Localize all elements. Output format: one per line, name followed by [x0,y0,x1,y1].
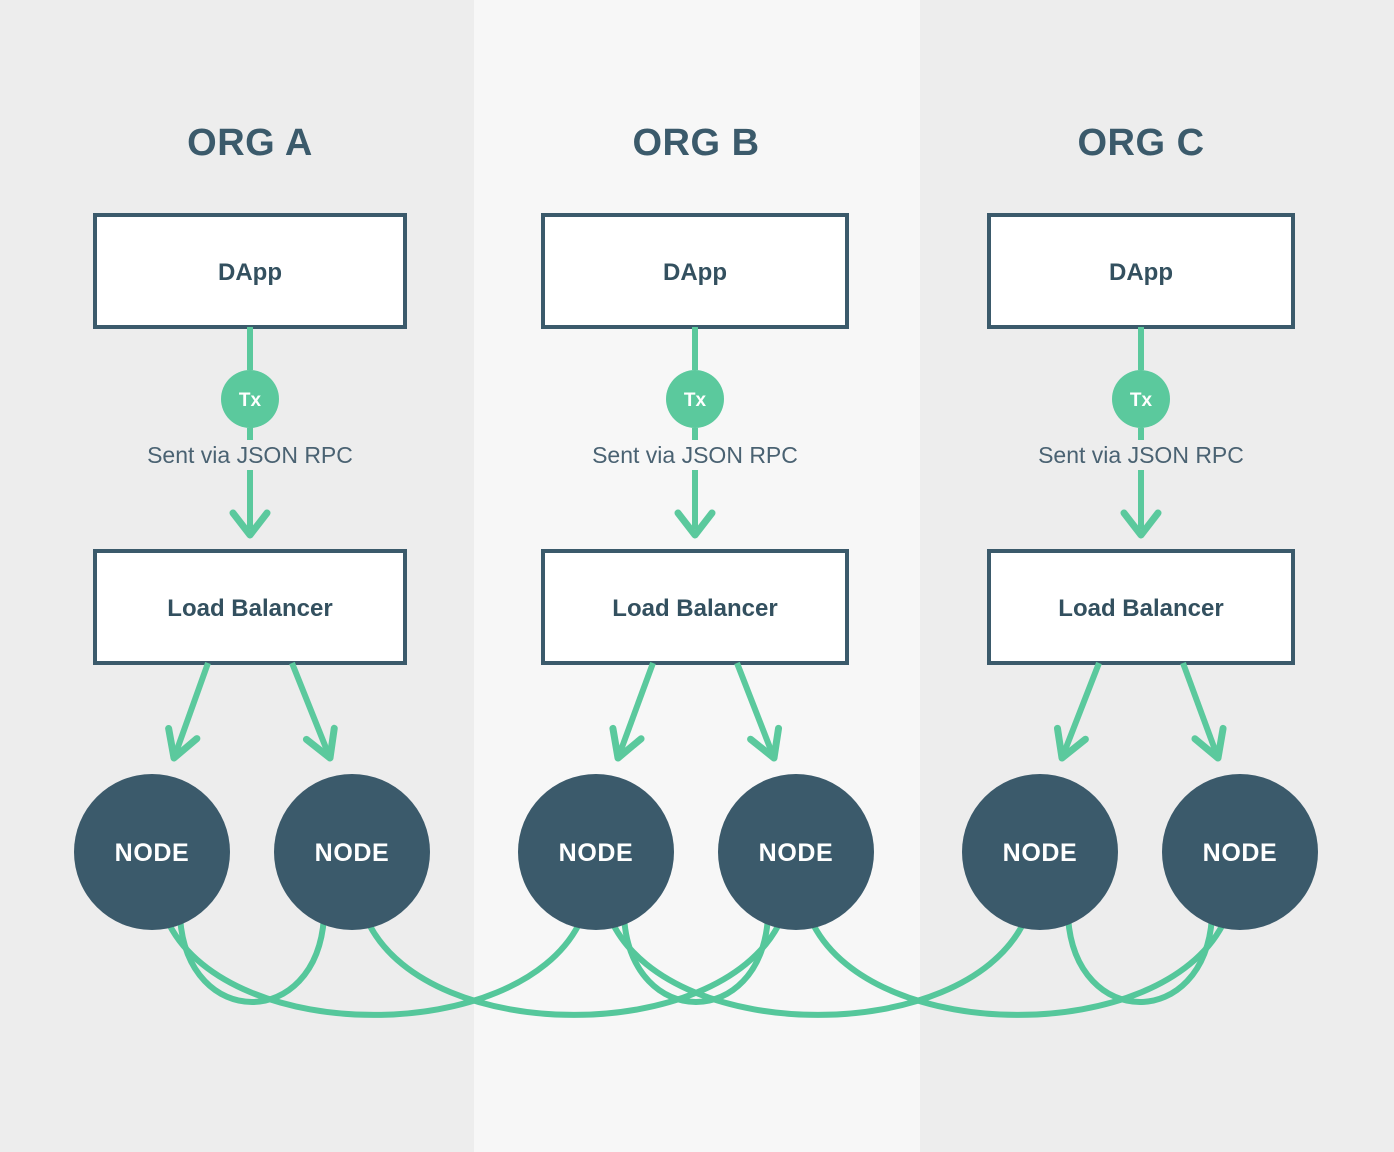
node-circle-org-c-0[interactable] [962,774,1118,930]
load-balancer-label-org-a: Load Balancer [167,595,332,622]
load-balancer-box-org-c[interactable] [987,549,1295,665]
tx-circle-org-c[interactable] [1112,370,1170,428]
rpc-caption-org-a: Sent via JSON RPC [147,442,353,468]
tx-circle-org-b[interactable] [666,370,724,428]
lb-arrowhead-org-a-0 [165,724,201,762]
node-label-org-a-0: NODE [115,839,190,867]
tx-label-org-b: Tx [684,390,707,411]
rpc-caption-org-c: Sent via JSON RPC [1038,442,1244,468]
tx-arrowhead-org-c [1120,509,1162,539]
load-balancer-label-org-c: Load Balancer [1058,595,1223,622]
peer-curve-5 [810,921,1226,1018]
peer-curve-4 [610,921,1026,1018]
lb-arrowhead-org-c-0 [1053,724,1089,762]
lb-to-node-line-org-b-0 [615,661,656,760]
dapp-label-org-c: DApp [1109,259,1173,286]
node-circle-org-a-0[interactable] [74,774,230,930]
caption-backdrop-org-c [1027,440,1255,470]
dapp-box-org-b[interactable] [541,213,849,329]
node-label-org-b-0: NODE [559,839,634,867]
peer-curve-2 [366,921,782,1018]
tx-label-org-c: Tx [1130,390,1153,411]
lb-arrowhead-org-b-1 [747,724,783,762]
caption-backdrop-org-a [136,440,364,470]
caption-backdrop-org-b [581,440,809,470]
lb-arrowhead-org-b-0 [609,724,645,762]
load-balancer-label-org-b: Load Balancer [612,595,777,622]
node-circle-org-b-1[interactable] [718,774,874,930]
org-title-org-a: ORG A [187,122,313,164]
lb-arrowhead-org-a-1 [302,724,338,762]
org-title-org-c: ORG C [1077,122,1204,164]
node-label-org-b-1: NODE [759,839,834,867]
lb-to-node-line-org-a-0 [171,661,211,760]
node-label-org-c-0: NODE [1003,839,1078,867]
node-label-org-a-1: NODE [315,839,390,867]
peer-connection-curves [166,915,1226,1018]
node-label-org-c-1: NODE [1203,839,1278,867]
dapp-label-org-a: DApp [218,259,282,286]
rpc-caption-org-b: Sent via JSON RPC [592,442,798,468]
tx-arrowhead-org-a [229,509,271,539]
load-balancer-box-org-a[interactable] [93,549,407,665]
tx-label-org-a: Tx [239,390,262,411]
lb-to-node-line-org-c-1 [1180,661,1221,760]
node-circle-org-c-1[interactable] [1162,774,1318,930]
node-circle-org-b-0[interactable] [518,774,674,930]
lb-to-node-line-org-b-1 [734,661,777,760]
load-balancer-box-org-b[interactable] [541,549,849,665]
peer-curve-6 [1065,915,1215,1005]
lb-to-node-line-org-c-0 [1059,661,1102,760]
dapp-label-org-b: DApp [663,259,727,286]
lb-to-node-line-org-a-1 [289,661,333,760]
tx-circle-org-a[interactable] [221,370,279,428]
tx-arrowhead-org-b [674,509,716,539]
lb-arrowhead-org-c-1 [1191,724,1227,762]
dapp-box-org-c[interactable] [987,213,1295,329]
peer-curve-1 [166,921,582,1018]
node-circle-org-a-1[interactable] [274,774,430,930]
org-title-org-b: ORG B [632,122,759,164]
